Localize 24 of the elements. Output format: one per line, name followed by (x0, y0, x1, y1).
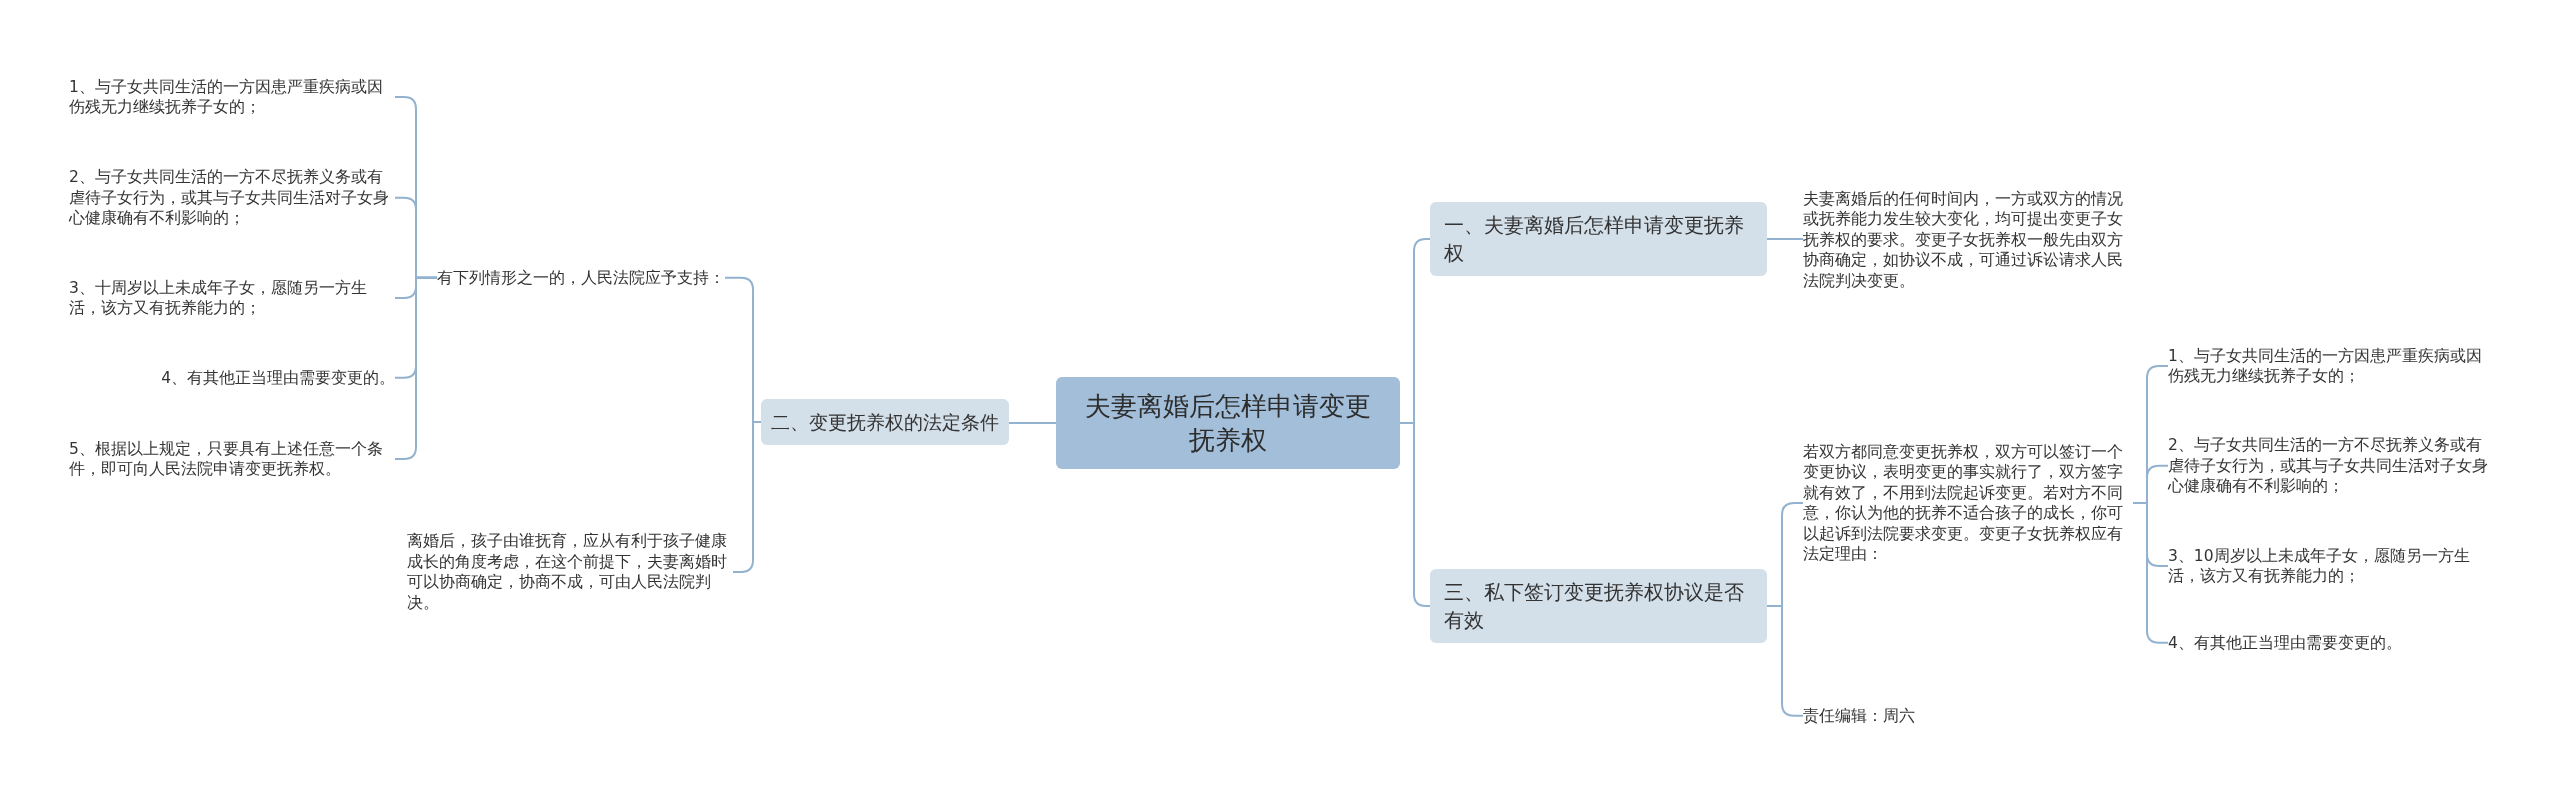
topic-label: 二、变更抚养权的法定条件 (771, 411, 999, 433)
topic-text: 有下列情形之一的，人民法院应予支持： (437, 267, 725, 288)
topic-text: 4、有其他正当理由需要变更的。 (2168, 632, 2402, 653)
topic-text: 若双方都同意变更抚养权，双方可以签订一个变更协议，表明变更的事实就行了，双方签字就有效了，不用到法院起诉变更。若对方不同意，你认为他的抚养不适合孩子的成长，你可以起诉到法院要求变更。变更子女抚养权应有法定理由： (1803, 441, 2133, 565)
central-topic-box (1056, 377, 1400, 469)
topic-text: 1、与子女共同生活的一方因患严重疾病或因伤残无力继续抚养子女的； (2168, 345, 2494, 387)
topic-text: 责任编辑：周六 (1803, 705, 1915, 726)
topic-text: 2、与子女共同生活的一方不尽抚养义务或有虐待子女行为，或其与子女共同生活对子女身心健康确有不利影响的； (69, 167, 395, 229)
topic-text: 1、与子女共同生活的一方因患严重疾病或因伤残无力继续抚养子女的； (69, 76, 395, 118)
topic-label: 夫妻离婚后怎样申请变更抚养权 (1085, 391, 1371, 455)
topic-text: 3、10周岁以上未成年子女，愿随另一方生活，该方又有抚养能力的； (2168, 545, 2494, 587)
topic-label: 一、夫妻离婚后怎样申请变更抚养权 (1444, 213, 1744, 265)
connector-line (1008, 422, 1057, 424)
topic-box (761, 399, 1009, 445)
topic-box (1430, 202, 1767, 276)
topic-label: 三、私下签订变更抚养权协议是否有效 (1444, 580, 1744, 632)
topic-text: 4、有其他正当理由需要变更的。 (161, 367, 395, 388)
topic-text: 2、与子女共同生活的一方不尽抚养义务或有虐待子女行为，或其与子女共同生活对子女身心健康确有不利影响的； (2168, 435, 2494, 497)
topic-text: 夫妻离婚后的任何时间内，一方或双方的情况或抚养能力发生较大变化，均可提出变更子女抚养权的要求。变更子女抚养权一般先由双方协商确定，如协议不成，可通过诉讼请求人民法院判决变更。 (1803, 188, 2133, 291)
topic-box (1430, 569, 1767, 643)
connector-line (1766, 238, 1804, 240)
topic-text: 3、十周岁以上未成年子女，愿随另一方生活，该方又有抚养能力的； (69, 277, 395, 319)
topic-text: 5、根据以上规定，只要具有上述任意一个条件，即可向人民法院申请变更抚养权。 (69, 438, 395, 480)
topic-text: 离婚后，孩子由谁抚育，应从有利于孩子健康成长的角度考虑，在这个前提下，夫妻离婚时可以协商确定，协商不成，可由人民法院判决。 (407, 531, 733, 613)
